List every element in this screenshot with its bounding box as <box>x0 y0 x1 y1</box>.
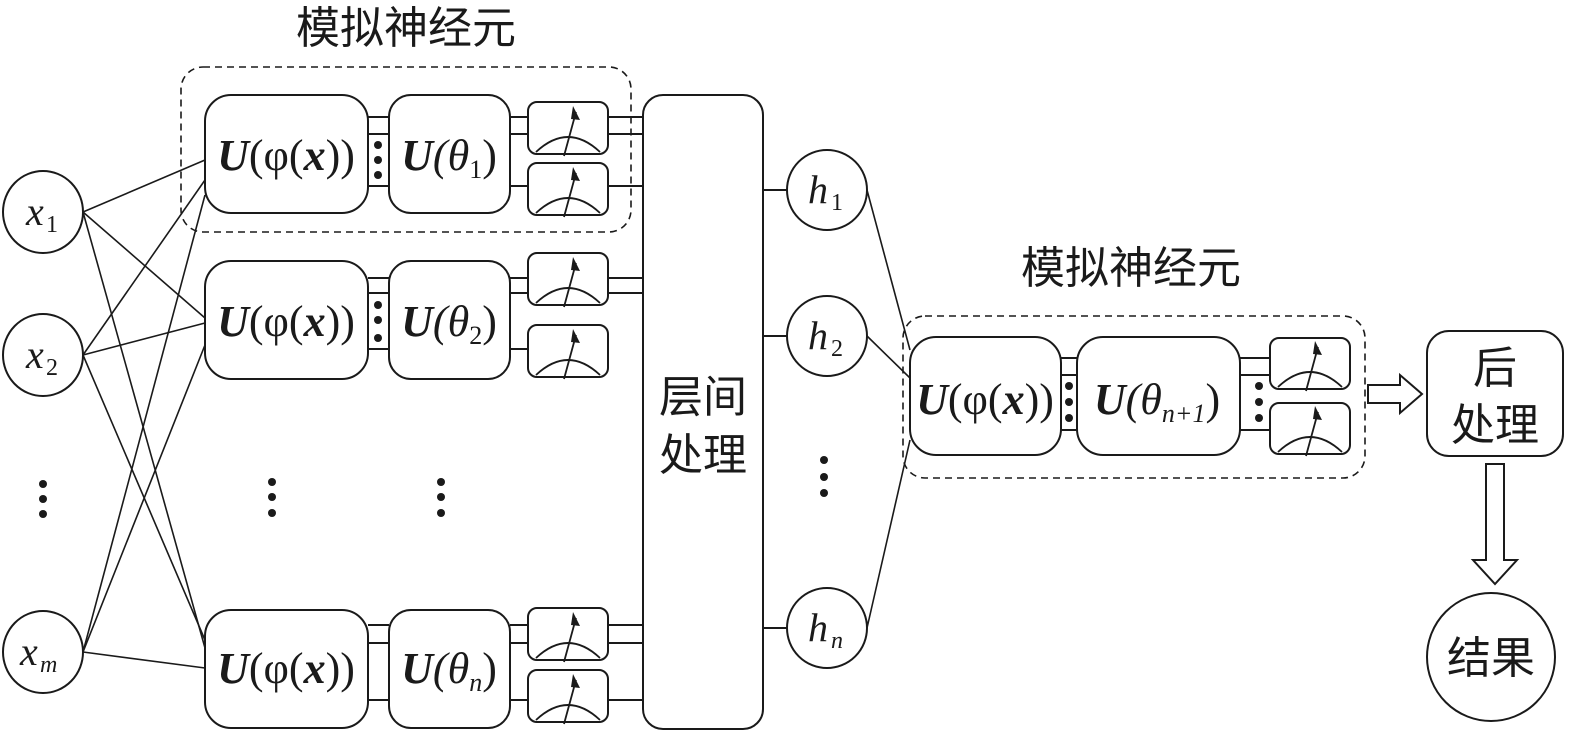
hidden-sub: 2 <box>831 336 843 362</box>
encoder-gate <box>204 609 369 729</box>
neuron-row-ellipsis <box>268 478 445 517</box>
param-gate <box>1076 336 1241 456</box>
neuron-group-title-1: 模拟神经元 <box>296 3 516 54</box>
hidden-ellipsis <box>820 456 828 497</box>
hidden-sub: 1 <box>831 190 843 216</box>
measurement-meter <box>1269 402 1351 455</box>
measurement-meter <box>527 669 609 723</box>
layer-processing-label-2: 处理 <box>659 430 747 481</box>
input-connections <box>82 159 206 669</box>
hidden-var: h <box>808 167 828 212</box>
input-sub: 1 <box>46 212 58 238</box>
input-var: x <box>25 189 44 234</box>
post-processing-block: 后 处理 <box>1426 330 1564 457</box>
encoder-gate-label: U(φ(x)) <box>217 131 355 180</box>
hidden-node-h2: h 2 <box>786 295 868 377</box>
hollow-arrow-down-icon <box>1470 463 1520 586</box>
input-var: x <box>19 629 38 674</box>
input-node-xm: x m <box>2 610 84 694</box>
layer-processing-label-1: 层间 <box>659 372 747 423</box>
measurement-meter <box>1269 337 1351 390</box>
param-gate <box>388 260 511 380</box>
neuron-group-title-2: 模拟神经元 <box>1021 243 1241 294</box>
hidden-sub: n <box>831 628 843 654</box>
input-node-x1: x 1 <box>2 170 84 254</box>
layer-processing-block: 层间 处理 <box>642 94 764 730</box>
encoder-gate <box>204 260 369 380</box>
encoder-gate-label: U(φ(x)) <box>916 375 1054 424</box>
param-gate-label: U(θn+1) <box>1094 375 1220 428</box>
measurement-meter <box>527 101 609 155</box>
neuron-row-1: U(φ(x)) U(θ1) <box>204 94 643 218</box>
encoder-gate <box>204 94 369 214</box>
input-ellipsis <box>39 480 47 518</box>
param-gate <box>388 609 511 729</box>
encoder-gate <box>909 336 1062 456</box>
input-var: x <box>25 332 44 377</box>
hidden-node-hn: h n <box>786 587 868 669</box>
neuron-row-n: U(φ(x)) U(θn) <box>204 607 643 729</box>
measurement-meter <box>527 252 609 306</box>
measurement-meter <box>527 162 609 216</box>
hidden-var: h <box>808 313 828 358</box>
post-processing-label-1: 后 <box>1473 343 1517 394</box>
measurement-meter <box>527 324 609 378</box>
result-label: 结果 <box>1447 633 1535 684</box>
input-sub: 2 <box>46 355 58 381</box>
input-sub: m <box>40 652 57 678</box>
hidden-node-h1: h 1 <box>786 149 868 231</box>
encoder-gate-label: U(φ(x)) <box>217 297 355 346</box>
hollow-arrow-icon <box>1367 372 1424 416</box>
measurement-meter <box>527 607 609 661</box>
input-node-x2: x 2 <box>2 313 84 397</box>
neuron-group-boundary-1 <box>180 66 632 233</box>
neuron-row-2: U(φ(x)) U(θ2) <box>204 252 643 380</box>
neuron-group-boundary-2 <box>902 315 1366 479</box>
encoder-gate-label: U(φ(x)) <box>217 644 355 693</box>
param-gate-label: U(θ1) <box>401 131 497 184</box>
param-gate-label: U(θn) <box>401 644 497 697</box>
hidden-var: h <box>808 605 828 650</box>
post-processing-label-2: 处理 <box>1451 400 1539 451</box>
param-gate-label: U(θ2) <box>401 297 497 350</box>
result-node: 结果 <box>1426 592 1556 722</box>
param-gate <box>388 94 511 214</box>
output-neuron: U(φ(x)) U(θn+1) <box>909 336 1351 457</box>
